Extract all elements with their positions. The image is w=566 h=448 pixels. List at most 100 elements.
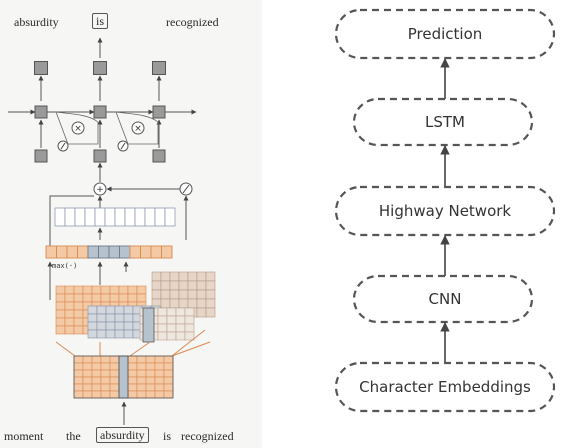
pooled-cell-6	[98, 245, 110, 259]
char-embedding-matrix-cell	[82, 383, 93, 392]
lstm-input-cell-1	[34, 149, 48, 163]
char-embedding-matrix	[73, 355, 174, 399]
flow-node-2	[352, 97, 534, 147]
feature-map-orange-cell	[73, 285, 84, 295]
pooled-cell-8	[119, 245, 131, 259]
char-embedding-border	[73, 355, 174, 399]
feature-map-gray-cell	[96, 313, 107, 323]
lstm-output-cell-3	[152, 61, 166, 75]
feature-map-right-cell	[166, 331, 177, 341]
pooled-cell-2	[56, 245, 68, 259]
char-embedding-matrix-cell	[136, 376, 147, 385]
char-embedding-matrix-cell	[109, 362, 120, 371]
char-embedding-matrix-cell	[163, 362, 174, 371]
feature-map-orange-cell	[73, 301, 84, 311]
bottom-word-2: the	[66, 429, 81, 443]
char-embedding-matrix-cell	[154, 369, 165, 378]
feature-map-back-cell	[205, 280, 216, 291]
char-embedding-matrix-cell	[163, 376, 174, 385]
char-embedding-matrix-cell	[109, 383, 120, 392]
feature-map-orange-cell	[136, 293, 147, 303]
feature-map-gray-cell	[123, 321, 134, 331]
highway-add-symbol: +	[96, 185, 104, 195]
highway-cell-1	[54, 207, 66, 227]
highway-cell-4	[84, 207, 96, 227]
lstm-output-cell-2	[93, 61, 107, 75]
feature-map-back-cell	[196, 271, 207, 282]
feature-map-back-cell	[151, 289, 162, 300]
feature-map-back-cell	[169, 280, 180, 291]
flow-node-label-2: LSTM	[425, 113, 465, 131]
feature-map-orange-cell	[82, 285, 93, 295]
feature-map-gray-cell	[105, 321, 116, 331]
feature-map-right-cell	[184, 307, 195, 317]
char-embedding-matrix-cell	[136, 362, 147, 371]
char-embedding-matrix-cell	[100, 390, 111, 399]
flow-node-label-4: CNN	[429, 290, 462, 308]
pooled-cell-10	[140, 245, 152, 259]
char-embedding-matrix-cell	[136, 369, 147, 378]
top-word-3: recognized	[166, 15, 219, 29]
char-embedding-matrix-cell	[154, 362, 165, 371]
feature-map-orange-cell	[109, 293, 120, 303]
char-embedding-matrix-cell	[154, 383, 165, 392]
char-embedding-matrix-cell	[100, 362, 111, 371]
char-embedding-matrix-cell	[154, 355, 165, 364]
feature-map-back-cell	[205, 298, 216, 309]
feature-map-right-cell	[166, 315, 177, 325]
pooled-cell-12	[161, 245, 173, 259]
feature-map-back-cell	[205, 271, 216, 282]
feature-map-back-cell	[160, 298, 171, 309]
feature-map-orange-cell	[64, 309, 75, 319]
feature-map-orange-cell	[91, 285, 102, 295]
char-embedding-matrix-cell	[145, 376, 156, 385]
char-embedding-matrix-cell	[136, 383, 147, 392]
feature-map-back-cell	[196, 298, 207, 309]
feature-map-gray-cell	[87, 313, 98, 323]
feature-map-gray-cell	[87, 321, 98, 331]
feature-map-back-cell	[169, 271, 180, 282]
feature-map-orange-cell	[73, 293, 84, 303]
feature-map-orange-cell	[100, 285, 111, 295]
feature-map-right-cell	[157, 331, 168, 341]
highway-cell-12	[164, 207, 176, 227]
char-embedding-matrix-cell	[127, 376, 138, 385]
feature-map-back-cell	[187, 289, 198, 300]
feature-map-back-cell	[187, 298, 198, 309]
feature-map-back-cell	[160, 289, 171, 300]
feature-map-orange-cell	[64, 285, 75, 295]
feature-map-back-cell	[151, 271, 162, 282]
char-cnn-lstm-illustration: ××+ absurdity is recognized max(·) momen…	[0, 0, 262, 448]
feature-map-orange-cell	[64, 293, 75, 303]
char-embedding-matrix-cell	[100, 355, 111, 364]
bottom-word-1: moment	[4, 429, 44, 443]
flow-node-1	[334, 8, 556, 60]
flow-node-3	[334, 185, 556, 237]
feature-map-gray-cell	[114, 329, 125, 339]
pooled-cell-9	[129, 245, 141, 259]
feature-map-orange-cell	[55, 325, 66, 335]
highway-cell-10	[144, 207, 156, 227]
feature-map-back-cell	[160, 271, 171, 282]
char-embedding-matrix-cell	[127, 390, 138, 399]
max-pool-label: max(·)	[52, 262, 78, 270]
lstm-hidden-cell-1	[34, 105, 48, 119]
feature-map-orange-cell	[55, 293, 66, 303]
feature-map-back-cell	[205, 307, 216, 318]
feature-map-gray-cell	[96, 305, 107, 315]
feature-map-right-cell	[157, 323, 168, 333]
feature-map-orange-cell	[136, 285, 147, 295]
lstm-input-cell-3	[152, 149, 166, 163]
feature-map-back-cell	[178, 298, 189, 309]
feature-map-gray-cell	[114, 321, 125, 331]
char-embedding-matrix-cell	[82, 390, 93, 399]
feature-map-orange-cell	[118, 285, 129, 295]
feature-map-back-cell	[151, 280, 162, 291]
feature-map-orange-cell	[55, 285, 66, 295]
highway-cell-5	[94, 207, 106, 227]
char-embedding-matrix-cell	[136, 390, 147, 399]
char-embedding-matrix-cell	[73, 362, 84, 371]
feature-map-right-cell	[175, 323, 186, 333]
feature-map-orange-cell	[127, 293, 138, 303]
feature-map-gray-cell	[87, 329, 98, 339]
